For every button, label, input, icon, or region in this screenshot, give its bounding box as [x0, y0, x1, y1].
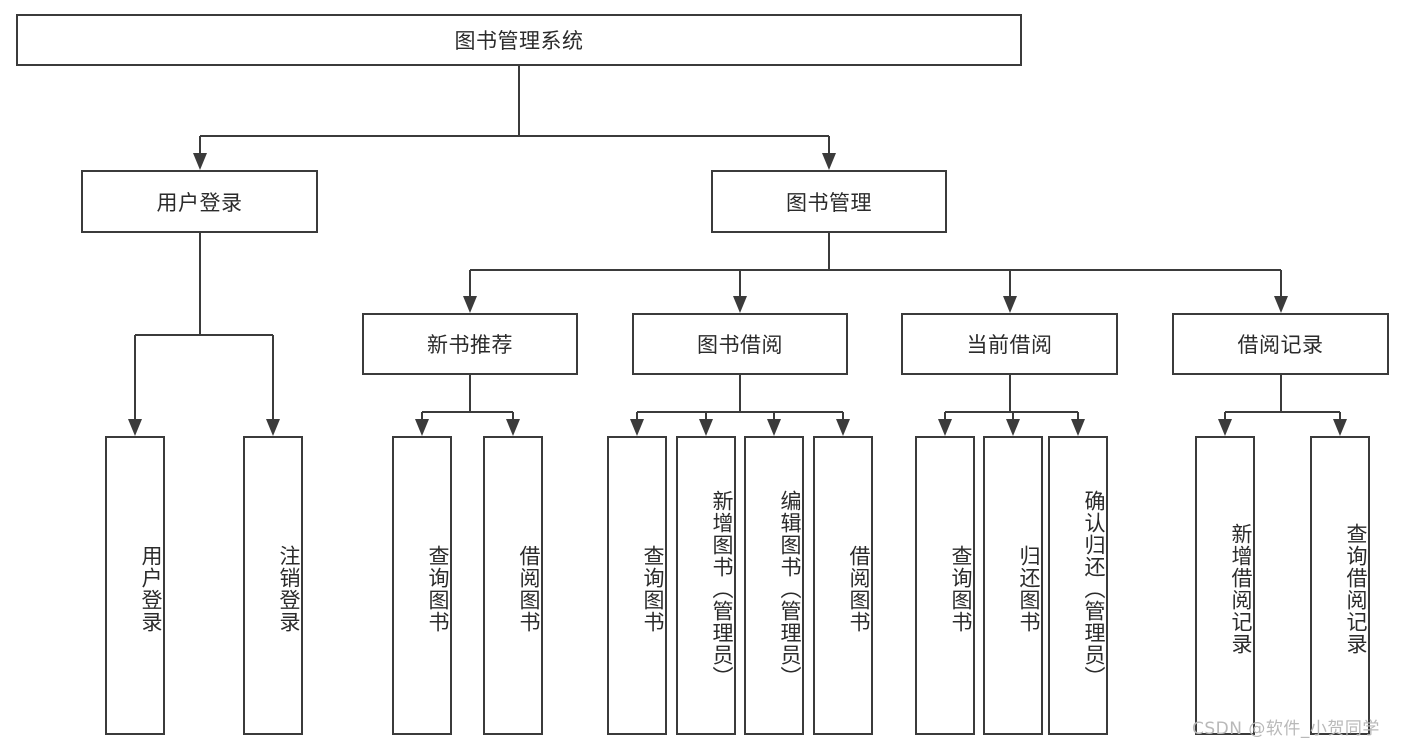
connector-arrowhead [1218, 419, 1232, 436]
leaf-node-return-book[interactable]: 归还图书 [983, 436, 1043, 735]
connector-arrowhead [836, 419, 850, 436]
connector-line-vertical [518, 66, 520, 136]
connector-line-vertical [828, 233, 830, 270]
connector-line-vertical [1008, 270, 1011, 309]
leaf-node-edit-book-admin[interactable]: 编辑图书（管理员） [744, 436, 804, 735]
connector-arrowhead [1071, 419, 1085, 436]
leaf-label: 注销登录 [277, 544, 301, 633]
connector-line-horizontal [135, 334, 273, 336]
node-label: 图书管理 [786, 190, 872, 215]
leaf-label: 编辑图书（管理员） [778, 489, 802, 688]
connector-arrowhead [1273, 296, 1288, 313]
leaf-node-query-book-recommend[interactable]: 查询图书 [392, 436, 452, 735]
connector-line-vertical [469, 375, 471, 412]
leaf-label: 用户登录 [139, 544, 163, 633]
connector-arrowhead [266, 419, 280, 436]
node-label: 图书管理系统 [454, 29, 584, 53]
node-new-book-recommend[interactable]: 新书推荐 [362, 313, 578, 375]
leaf-node-add-borrow-record[interactable]: 新增借阅记录 [1195, 436, 1255, 735]
connector-arrowhead [767, 419, 781, 436]
connector-line-vertical [1279, 375, 1282, 412]
leaf-label: 新增借阅记录 [1229, 522, 1253, 655]
leaf-label: 查询图书 [949, 544, 973, 633]
leaf-node-query-borrow-record[interactable]: 查询借阅记录 [1310, 436, 1370, 735]
connector-line-vertical [198, 233, 201, 335]
connector-line-vertical [828, 136, 830, 166]
node-label: 新书推荐 [427, 333, 513, 357]
node-borrow-record[interactable]: 借阅记录 [1172, 313, 1389, 375]
connector-arrowhead [415, 419, 429, 436]
connector-line-vertical [1279, 270, 1282, 309]
node-label: 当前借阅 [966, 333, 1053, 357]
node-book-borrow[interactable]: 图书借阅 [632, 313, 848, 375]
connector-line-vertical [739, 270, 741, 309]
node-label: 用户登录 [156, 190, 243, 215]
node-root-book-management-system[interactable]: 图书管理系统 [16, 14, 1022, 66]
leaf-label: 借阅图书 [517, 544, 541, 633]
leaf-label: 查询借阅记录 [1344, 522, 1368, 655]
leaf-node-query-book-borrow[interactable]: 查询图书 [607, 436, 667, 735]
leaf-label: 新增图书（管理员） [710, 489, 734, 688]
node-user-login[interactable]: 用户登录 [81, 170, 318, 233]
connector-line-horizontal [199, 135, 829, 137]
leaf-node-borrow-book-recommend[interactable]: 借阅图书 [483, 436, 543, 735]
leaf-node-confirm-return-admin[interactable]: 确认归还（管理员） [1048, 436, 1108, 735]
leaf-node-add-book-admin[interactable]: 新增图书（管理员） [676, 436, 736, 735]
connector-line-horizontal [1225, 411, 1340, 413]
csdn-watermark: CSDN @软件_小贺同学 [1192, 719, 1380, 739]
connector-line-horizontal [945, 411, 1078, 413]
leaf-node-borrow-book[interactable]: 借阅图书 [813, 436, 873, 735]
leaf-node-user-login[interactable]: 用户登录 [105, 436, 165, 735]
node-label: 图书借阅 [697, 333, 783, 357]
connector-arrowhead [192, 153, 207, 170]
connector-arrowhead [699, 419, 713, 436]
connector-arrowhead [506, 419, 520, 436]
connector-line-vertical [739, 375, 741, 412]
leaf-node-query-book-current[interactable]: 查询图书 [915, 436, 975, 735]
node-book-management[interactable]: 图书管理 [711, 170, 947, 233]
connector-line-vertical [134, 335, 136, 432]
connector-arrowhead [822, 153, 836, 170]
leaf-node-user-logout[interactable]: 注销登录 [243, 436, 303, 735]
connector-arrowhead [1006, 419, 1020, 436]
connector-arrowhead [1333, 419, 1347, 436]
leaf-label: 查询图书 [641, 544, 665, 633]
connector-arrowhead [463, 296, 477, 313]
node-current-borrow[interactable]: 当前借阅 [901, 313, 1118, 375]
connector-arrowhead [1002, 296, 1017, 313]
connector-line-horizontal [422, 411, 513, 413]
connector-line-vertical [272, 335, 274, 432]
connector-line-horizontal [637, 411, 843, 413]
connector-line-horizontal [470, 269, 1281, 271]
leaf-label: 借阅图书 [847, 544, 871, 633]
connector-arrowhead [938, 419, 952, 436]
leaf-label: 确认归还（管理员） [1082, 489, 1106, 688]
connector-arrowhead [733, 296, 747, 313]
connector-line-vertical [198, 136, 201, 166]
node-label: 借阅记录 [1237, 333, 1324, 357]
leaf-label: 归还图书 [1017, 544, 1041, 633]
connector-line-vertical [1008, 375, 1011, 412]
connector-line-vertical [469, 270, 471, 309]
leaf-label: 查询图书 [426, 544, 450, 633]
connector-arrowhead [128, 419, 142, 436]
connector-arrowhead [630, 419, 644, 436]
